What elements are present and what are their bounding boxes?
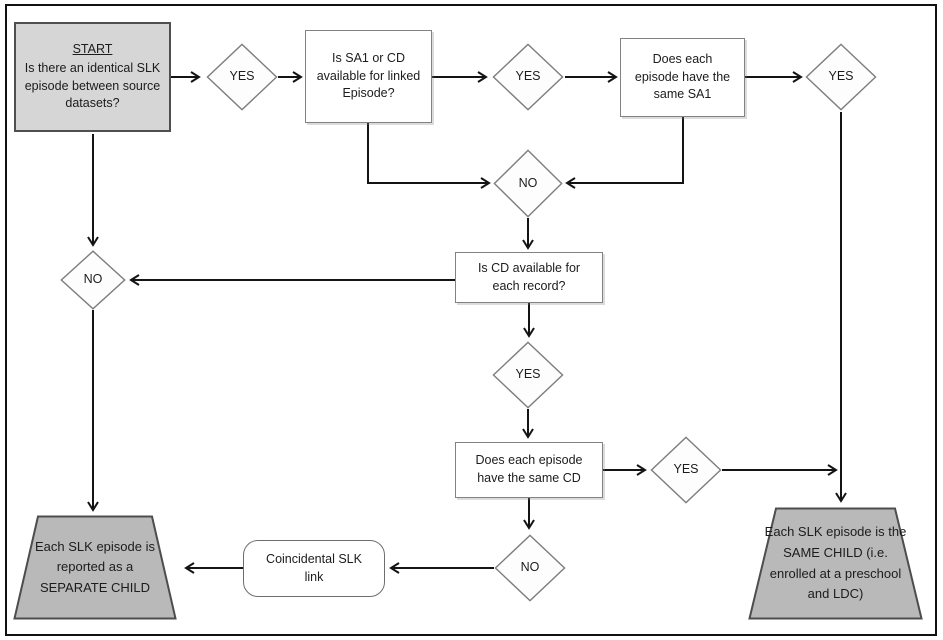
decision-yes-2: YES (492, 43, 564, 111)
outer-frame (5, 4, 937, 636)
node-sa1-cd-available: Is SA1 or CD available for linked Episod… (305, 30, 432, 123)
decision-yes-3: YES (805, 43, 877, 111)
diamond-shape (492, 341, 564, 409)
node-label: Coincidental SLK link (266, 551, 362, 584)
diamond-shape (206, 43, 278, 111)
node-label: Is SA1 or CD available for linked Episod… (316, 50, 421, 101)
diamond-shape (650, 436, 722, 504)
start-question: Is there an identical SLK episode betwee… (24, 60, 161, 111)
decision-label: YES (828, 69, 854, 84)
node-label: Is CD available for each record? (477, 260, 581, 293)
diamond-shape (494, 534, 566, 602)
node-same-cd: Does each episode have the same CD (455, 442, 603, 498)
decision-no-mid: NO (493, 149, 563, 218)
decision-label: YES (515, 69, 541, 84)
decision-label: YES (229, 69, 255, 84)
decision-yes-4: YES (492, 341, 564, 409)
decision-label: NO (518, 175, 538, 190)
decision-label: NO (520, 560, 540, 575)
output-separate-child: Each SLK episode is reported as a SEPARA… (13, 515, 177, 620)
node-same-sa1: Does each episode have the same SA1 (620, 38, 745, 117)
node-label: Does each episode have the same CD (475, 453, 583, 485)
diamond-polygon (493, 44, 562, 109)
diamond-shape (492, 43, 564, 111)
diamond-polygon (495, 535, 564, 600)
diamond-shape (60, 250, 126, 310)
node-cd-available: Is CD available for each record? (455, 252, 603, 303)
decision-no-left: NO (60, 250, 126, 310)
output-label: Each SLK episode is the SAME CHILD (i.e.… (764, 524, 907, 602)
diamond-polygon (806, 44, 875, 109)
diamond-polygon (494, 150, 561, 216)
trapezoid-shape (13, 515, 177, 620)
edge-samesa1-to-nomid (565, 117, 684, 189)
node-label: Does each episode have the same SA1 (634, 51, 731, 102)
decision-yes-1: YES (206, 43, 278, 111)
decision-label: YES (673, 462, 699, 477)
decision-label: NO (83, 272, 103, 287)
decision-label: YES (515, 367, 541, 382)
diamond-shape (493, 149, 563, 218)
start-title: START (72, 42, 113, 56)
decision-no-bottom: NO (494, 534, 566, 602)
trapezoid-polygon (13, 515, 177, 620)
edge-sa1cd-to-nomid (367, 123, 491, 189)
trapezoid-shape (748, 507, 923, 620)
diamond-polygon (61, 251, 124, 309)
node-coincidental-slk-link: Coincidental SLK link (243, 540, 385, 597)
diamond-polygon (207, 44, 276, 109)
diamond-polygon (493, 342, 562, 407)
output-same-child: Each SLK episode is the SAME CHILD (i.e.… (748, 507, 923, 620)
node-start: START Is there an identical SLK episode … (14, 22, 171, 132)
diamond-shape (805, 43, 877, 111)
diamond-polygon (651, 437, 720, 502)
output-label: Each SLK episode is reported as a SEPARA… (35, 538, 155, 595)
decision-yes-5: YES (650, 436, 722, 504)
trapezoid-polygon (748, 507, 923, 620)
